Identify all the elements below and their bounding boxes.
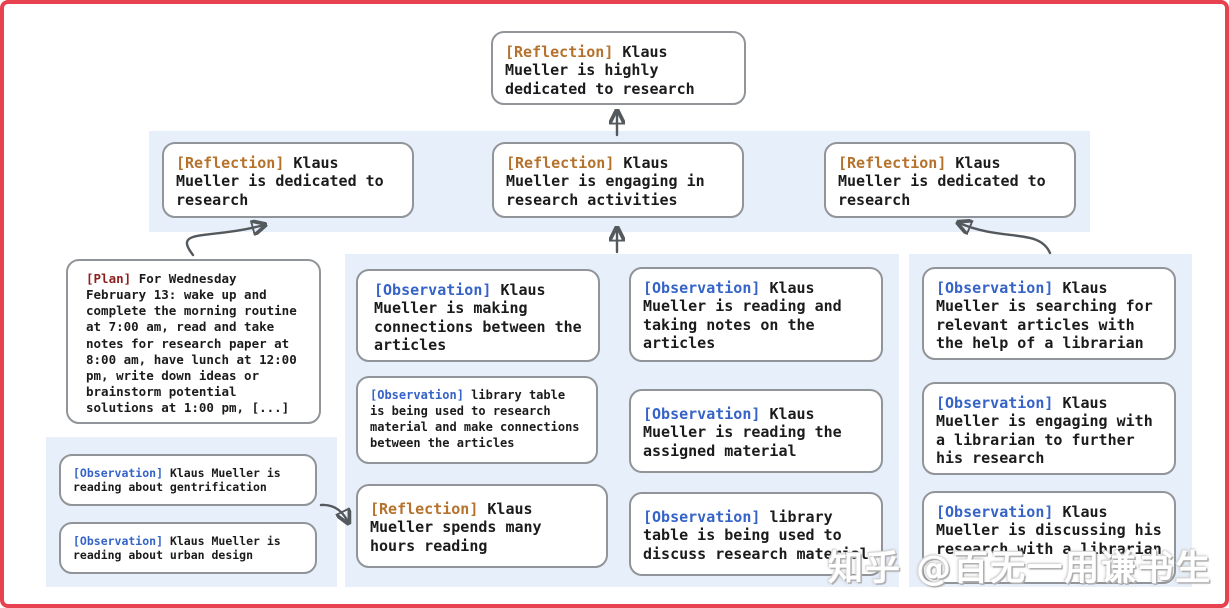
node-reflection-dedicated-left: [Reflection] Klaus Mueller is dedicated … <box>162 142 414 218</box>
node-text: Klaus Mueller is highly dedicated to res… <box>505 43 695 98</box>
node-text: Klaus Mueller is engaging with a librari… <box>936 394 1153 467</box>
node-text: Klaus Mueller is dedicated to research <box>838 154 1046 209</box>
node-text: Klaus Mueller is discussing his research… <box>936 503 1162 558</box>
observation-tag: [Observation] <box>73 466 164 480</box>
node-text: Klaus Mueller is reading about gentrific… <box>73 466 281 495</box>
node-obs-urban-design: [Observation] Klaus Mueller is reading a… <box>59 522 317 574</box>
observation-tag: [Observation] <box>643 508 761 526</box>
node-text: Klaus Mueller is making connections betw… <box>374 281 582 354</box>
node-obs-connections: [Observation] Klaus Mueller is making co… <box>356 269 600 362</box>
observation-tag: [Observation] <box>73 534 164 548</box>
node-text: Klaus Mueller is reading and taking note… <box>643 279 842 352</box>
reflection-tag: [Reflection] <box>506 154 615 172</box>
node-text: Klaus Mueller is reading the assigned ma… <box>643 405 842 460</box>
node-text: Klaus Mueller is engaging in research ac… <box>506 154 705 209</box>
node-text: For Wednesday February 13: wake up and c… <box>86 271 297 415</box>
node-text: Klaus Mueller is dedicated to research <box>176 154 384 209</box>
node-reflection-hours-reading: [Reflection] Klaus Mueller spends many h… <box>356 484 608 568</box>
node-obs-gentrification: [Observation] Klaus Mueller is reading a… <box>59 454 317 506</box>
reflection-tag: [Reflection] <box>838 154 947 172</box>
node-obs-assigned-material: [Observation] Klaus Mueller is reading t… <box>629 389 883 473</box>
observation-tag: [Observation] <box>936 279 1054 297</box>
reflection-tag: [Reflection] <box>176 154 285 172</box>
node-text: library table is being used to research … <box>370 388 580 450</box>
node-obs-library-discuss: [Observation] library table is being use… <box>629 492 883 576</box>
node-plan-wednesday: [Plan] For Wednesday February 13: wake u… <box>66 259 321 424</box>
plan-tag: [Plan] <box>86 271 132 286</box>
node-obs-searching-articles: [Observation] Klaus Mueller is searching… <box>922 267 1176 360</box>
node-obs-taking-notes: [Observation] Klaus Mueller is reading a… <box>629 267 883 362</box>
observation-tag: [Observation] <box>936 394 1054 412</box>
observation-tag: [Observation] <box>936 503 1054 521</box>
observation-tag: [Observation] <box>643 279 761 297</box>
observation-tag: [Observation] <box>374 281 492 299</box>
node-reflection-dedicated-right: [Reflection] Klaus Mueller is dedicated … <box>824 142 1076 218</box>
observation-tag: [Observation] <box>370 388 464 402</box>
reflection-tag: [Reflection] <box>505 43 614 61</box>
node-text: Klaus Mueller is reading about urban des… <box>73 534 281 563</box>
node-obs-library-research: [Observation] library table is being use… <box>356 376 598 464</box>
node-obs-discussing-librarian: [Observation] Klaus Mueller is discussin… <box>922 491 1176 584</box>
node-reflection-highly-dedicated: [Reflection] Klaus Mueller is highly ded… <box>491 31 746 105</box>
node-obs-engaging-librarian: [Observation] Klaus Mueller is engaging … <box>922 382 1176 475</box>
node-text: Klaus Mueller is searching for relevant … <box>936 279 1153 352</box>
node-text: library table is being used to discuss r… <box>643 508 869 563</box>
node-text: Klaus Mueller spends many hours reading <box>370 500 542 555</box>
reflection-tag: [Reflection] <box>370 500 479 518</box>
zhihu-watermark: 知乎 @百无一用谦书生 <box>828 549 1213 589</box>
node-reflection-engaging: [Reflection] Klaus Mueller is engaging i… <box>492 142 744 218</box>
observation-tag: [Observation] <box>643 405 761 423</box>
